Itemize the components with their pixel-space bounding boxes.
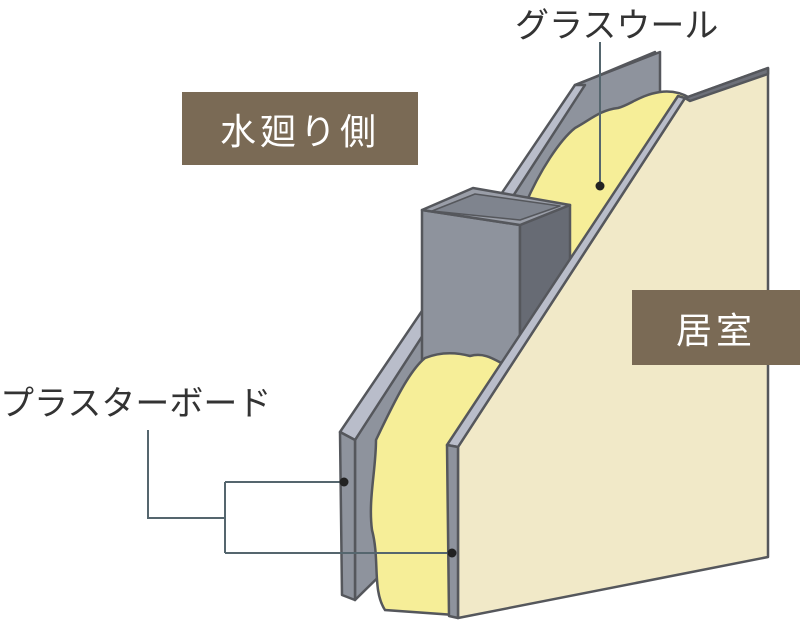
water-side-label: 水廻り側 (182, 92, 418, 165)
plaster-board-dot-back (339, 477, 349, 487)
living-room-label: 居室 (632, 290, 800, 365)
plaster-board-dot-front (447, 548, 457, 558)
glass-wool-callout: グラスウール (515, 6, 719, 46)
plaster-board-leader (147, 430, 452, 554)
glass-wool-dot (595, 181, 605, 191)
front-plaster-board (445, 66, 770, 620)
plaster-board-callout: プラスターボード (0, 384, 272, 424)
glass-wool-lower (369, 352, 507, 617)
